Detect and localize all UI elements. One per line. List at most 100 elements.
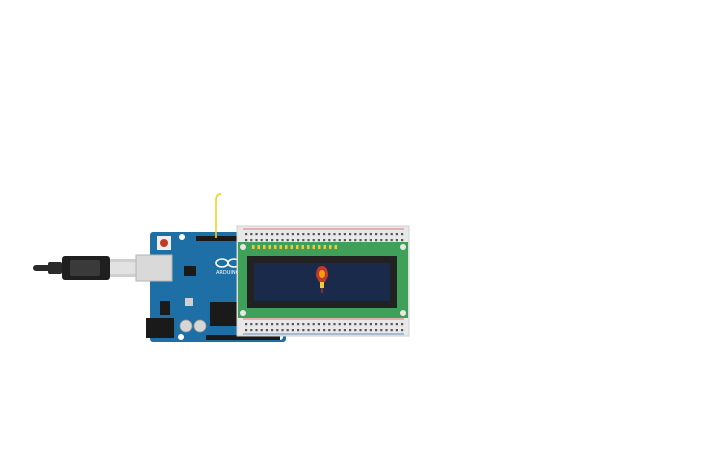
breadboard-hole	[245, 233, 248, 236]
lcd-pin-header	[252, 245, 337, 249]
breadboard-hole	[380, 233, 383, 236]
breadboard-hole	[276, 233, 279, 236]
breadboard-hole	[328, 329, 331, 332]
lcd-pin	[323, 245, 326, 249]
breadboard-hole	[385, 323, 388, 326]
breadboard-hole	[317, 233, 320, 236]
breadboard-hole	[271, 233, 274, 236]
breadboard-hole	[260, 239, 263, 242]
breadboard-hole	[317, 329, 320, 332]
breadboard-hole	[333, 233, 336, 236]
breadboard-hole	[354, 323, 357, 326]
reset-button[interactable]	[157, 236, 171, 250]
breadboard-hole	[286, 233, 289, 236]
breadboard-hole	[349, 329, 352, 332]
breadboard-hole	[390, 233, 393, 236]
breadboard-hole	[323, 233, 326, 236]
breadboard-hole	[333, 329, 336, 332]
breadboard-hole	[250, 329, 253, 332]
breadboard-hole	[390, 329, 393, 332]
lcd-pin	[318, 245, 321, 249]
breadboard-hole	[260, 329, 263, 332]
breadboard-hole	[297, 329, 300, 332]
breadboard-hole	[250, 323, 253, 326]
breadboard-hole	[328, 323, 331, 326]
breadboard-hole	[401, 329, 404, 332]
breadboard-hole	[271, 329, 274, 332]
breadboard-hole	[323, 239, 326, 242]
breadboard-hole	[364, 239, 367, 242]
breadboard-hole	[297, 239, 300, 242]
breadboard-hole	[271, 239, 274, 242]
breadboard-hole	[385, 239, 388, 242]
lcd-module[interactable]	[238, 242, 408, 318]
breadboard-hole	[369, 323, 372, 326]
signal-wire[interactable]	[215, 193, 222, 238]
breadboard-hole	[302, 323, 305, 326]
lcd-pin	[334, 245, 337, 249]
breadboard-hole	[297, 233, 300, 236]
breadboard-hole	[265, 329, 268, 332]
breadboard-hole	[265, 233, 268, 236]
breadboard-hole	[375, 239, 378, 242]
breadboard-hole	[245, 323, 248, 326]
breadboard-hole	[307, 329, 310, 332]
breadboard-hole	[333, 323, 336, 326]
thermometer-sensor-icon[interactable]	[316, 266, 328, 293]
breadboard-hole	[291, 239, 294, 242]
usb-cable[interactable]	[33, 256, 136, 280]
breadboard-hole	[390, 239, 393, 242]
breadboard-hole	[375, 233, 378, 236]
breadboard-hole	[286, 239, 289, 242]
lcd-pin	[268, 245, 271, 249]
breadboard-hole	[245, 239, 248, 242]
breadboard-hole	[390, 323, 393, 326]
breadboard-hole	[312, 329, 315, 332]
breadboard-hole	[349, 233, 352, 236]
breadboard-hole	[302, 239, 305, 242]
breadboard-hole	[380, 323, 383, 326]
lcd-pin	[296, 245, 299, 249]
breadboard-hole	[312, 323, 315, 326]
lcd-pin	[307, 245, 310, 249]
breadboard-hole	[312, 239, 315, 242]
breadboard-hole	[291, 329, 294, 332]
breadboard-hole	[286, 323, 289, 326]
breadboard-hole	[354, 329, 357, 332]
lcd-pin	[301, 245, 304, 249]
breadboard-hole	[317, 323, 320, 326]
breadboard-hole	[380, 239, 383, 242]
breadboard-hole	[323, 323, 326, 326]
breadboard-hole	[260, 233, 263, 236]
lcd-pin	[279, 245, 282, 249]
breadboard-hole	[302, 329, 305, 332]
breadboard-hole	[354, 239, 357, 242]
breadboard-hole	[297, 323, 300, 326]
breadboard-hole	[401, 239, 404, 242]
breadboard-hole	[343, 329, 346, 332]
arduino-logo-text: ARDUINO	[216, 270, 240, 276]
breadboard-hole	[343, 239, 346, 242]
breadboard-hole	[281, 239, 284, 242]
breadboard-hole	[255, 323, 258, 326]
breadboard-hole	[312, 233, 315, 236]
breadboard-hole	[364, 323, 367, 326]
breadboard-hole	[328, 233, 331, 236]
lcd-pin	[312, 245, 315, 249]
breadboard-hole	[291, 233, 294, 236]
breadboard-hole	[307, 233, 310, 236]
breadboard-hole	[260, 323, 263, 326]
lcd-pin	[274, 245, 277, 249]
breadboard-hole	[395, 233, 398, 236]
breadboard-hole	[338, 329, 341, 332]
breadboard-hole	[250, 233, 253, 236]
breadboard-hole	[281, 323, 284, 326]
breadboard-hole	[250, 239, 253, 242]
breadboard-hole	[323, 329, 326, 332]
breadboard-hole	[380, 329, 383, 332]
breadboard-hole	[265, 239, 268, 242]
breadboard-hole	[359, 323, 362, 326]
breadboard-hole	[343, 233, 346, 236]
